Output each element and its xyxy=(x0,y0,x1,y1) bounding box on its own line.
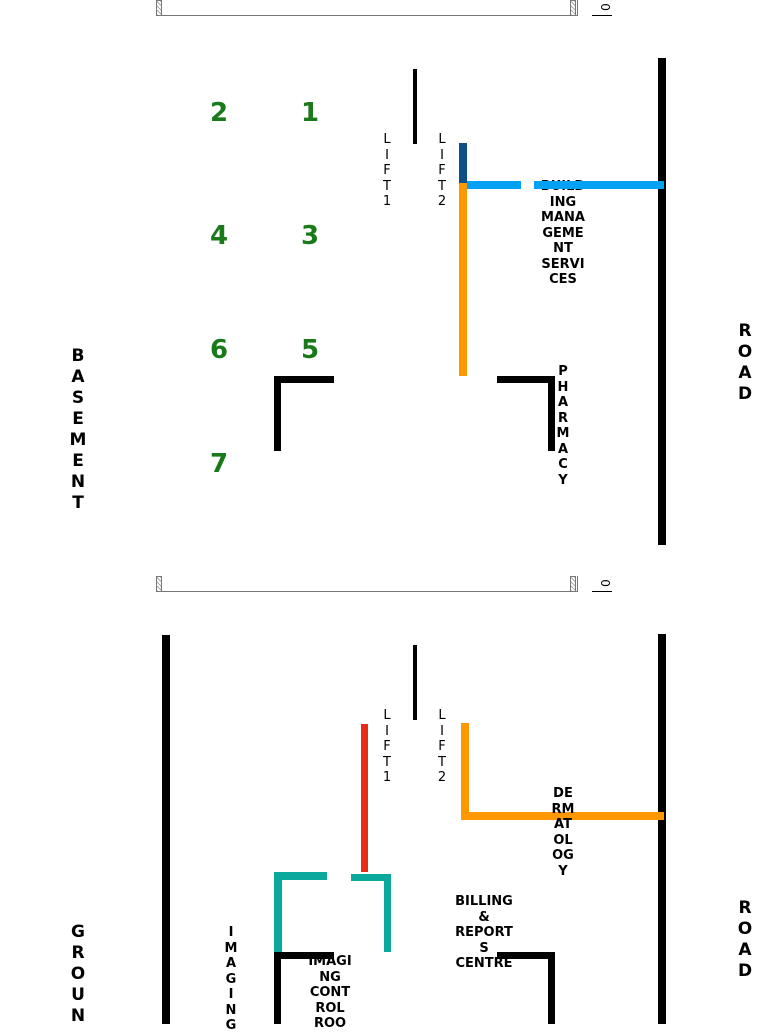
basement-road-label: R O A D xyxy=(737,321,753,404)
imaging-control-room-label: IMAGI NG CONT ROL ROO xyxy=(308,954,352,1031)
ground-route-red xyxy=(361,724,368,872)
ground-route-teal-v1 xyxy=(274,872,282,954)
zero-marker-2: 0 xyxy=(598,579,613,587)
plan-edge-hatch-right xyxy=(570,0,576,16)
basement-route-dark-blue xyxy=(459,143,467,185)
basement-number-6: 6 xyxy=(209,335,229,365)
plan-edge-strip-2 xyxy=(156,576,578,592)
ground-route-teal-v2 xyxy=(384,874,391,952)
basement-left-room-wall-v xyxy=(274,376,281,451)
basement-number-1: 1 xyxy=(300,98,320,128)
imaging-control-wall-h xyxy=(274,952,334,959)
zero-tick-2 xyxy=(592,591,612,592)
plan-edge-strip xyxy=(156,0,578,16)
ground-route-orange-h xyxy=(461,812,664,820)
basement-number-7: 7 xyxy=(209,449,229,479)
billing-reports-centre-label: BILLING & REPORT S CENTRE xyxy=(455,894,513,971)
basement-route-light-blue-b xyxy=(534,181,664,189)
basement-number-2: 2 xyxy=(209,98,229,128)
pharmacy-wall-v xyxy=(548,376,555,451)
ground-road-label: R O A D xyxy=(737,898,753,981)
basement-number-3: 3 xyxy=(300,221,320,251)
basement-number-5: 5 xyxy=(300,335,320,365)
zero-tick xyxy=(592,15,612,16)
basement-lift1-label: L I F T 1 xyxy=(382,132,392,209)
ground-floor-label: G R O U N xyxy=(70,922,86,1026)
ground-road-wall xyxy=(658,634,666,1024)
basement-road-wall xyxy=(658,58,666,545)
ground-left-wall xyxy=(162,635,170,1024)
basement-lift2-label: L I F T 2 xyxy=(437,132,447,209)
pharmacy-label: P H A R M A C Y xyxy=(556,364,570,488)
basement-number-4: 4 xyxy=(209,221,229,251)
ground-route-teal-h1 xyxy=(274,872,327,880)
ground-lift2-label: L I F T 2 xyxy=(437,708,447,785)
plan-edge-hatch-right-2 xyxy=(570,576,576,592)
basement-route-light-blue-a xyxy=(467,181,521,189)
billing-wall-v xyxy=(548,952,555,1024)
basement-floor-label: B A S E M E N T xyxy=(69,346,87,513)
dermatology-label: DE RM AT OL OG Y xyxy=(551,786,575,879)
imaging-label: I M A G I N G xyxy=(224,925,238,1033)
basement-left-room-wall-h xyxy=(274,376,334,383)
zero-marker: 0 xyxy=(598,3,613,11)
ground-route-teal-h2 xyxy=(351,874,391,881)
ground-route-orange-v xyxy=(461,723,469,820)
building-management-services-label: BUILD ING MANA GEME NT SERVI CES xyxy=(541,179,585,287)
imaging-control-wall-v xyxy=(274,952,281,1024)
basement-route-orange xyxy=(459,183,467,376)
ground-lift1-label: L I F T 1 xyxy=(382,708,392,785)
ground-lift-divider xyxy=(413,645,417,720)
pharmacy-wall-h xyxy=(497,376,555,383)
billing-wall-h xyxy=(497,952,555,959)
basement-lift-divider xyxy=(413,69,417,144)
